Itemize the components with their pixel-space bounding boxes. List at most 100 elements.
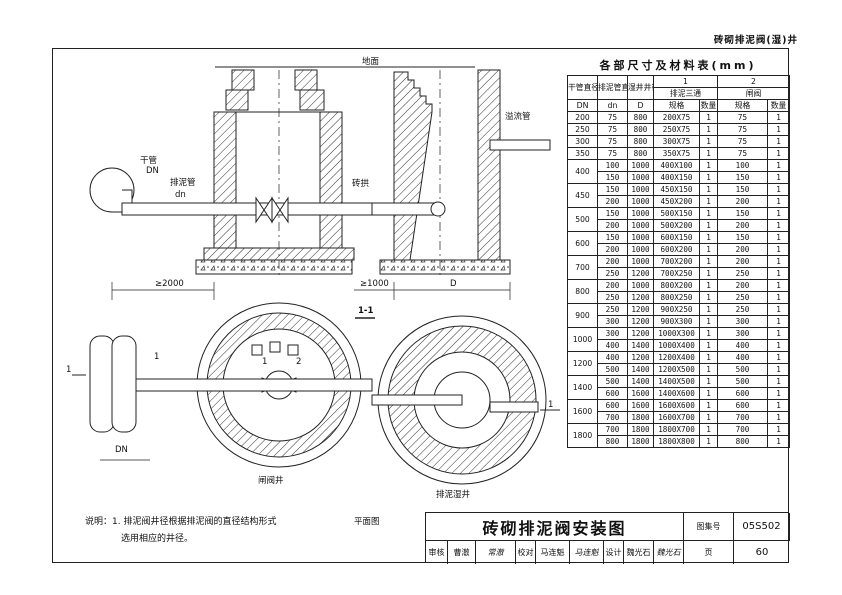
col-valve: 闸阀	[717, 87, 790, 100]
cell-valve-qty: 1	[767, 159, 790, 172]
cell-valve-spec: 300	[717, 315, 768, 328]
reviewer-name: 曹澈	[448, 541, 476, 564]
cell-main-dn: 350	[567, 147, 598, 160]
cell-valve-qty: 1	[767, 219, 790, 232]
designer-name: 魏光石	[624, 541, 654, 564]
cell-tee-spec: 500X200	[653, 219, 700, 232]
cell-well-d: 800	[627, 123, 654, 136]
main-pipe-label: 干管	[140, 156, 158, 166]
cell-well-d: 1000	[627, 219, 654, 232]
cell-valve-qty: 1	[767, 303, 790, 316]
cell-valve-spec: 400	[717, 351, 768, 364]
cell-mud-dn: 150	[597, 231, 628, 244]
cell-tee-qty: 1	[699, 291, 718, 304]
cell-main-dn: 1800	[567, 423, 598, 448]
cell-tee-qty: 1	[699, 147, 718, 160]
cell-tee-spec: 1400X600	[653, 387, 700, 400]
page-number: 60	[755, 547, 769, 558]
cell-main-dn: 1200	[567, 351, 598, 376]
cell-well-d: 1800	[627, 423, 654, 436]
cell-valve-spec: 150	[717, 183, 768, 196]
dimension-material-table: 干管直径 排泥管直径 湿井井径 1 2 排泥三通 闸阀 DN dn D 规格 数…	[567, 75, 790, 448]
cell-tee-spec: 700X250	[653, 267, 700, 280]
cell-tee-qty: 1	[699, 243, 718, 256]
cell-tee-qty: 1	[699, 279, 718, 292]
col-main-dn: DN	[567, 99, 598, 112]
mud-well-label: 排泥湿井	[436, 490, 471, 500]
cell-valve-spec: 700	[717, 411, 768, 424]
dim-1000-label: ≥1000	[360, 279, 389, 289]
cell-main-dn: 300	[567, 135, 598, 148]
cell-valve-qty: 1	[767, 171, 790, 184]
cell-valve-qty: 1	[767, 195, 790, 208]
cell-tee-spec: 900X250	[653, 303, 700, 316]
cell-mud-dn: 150	[597, 183, 628, 196]
cell-mud-dn: 500	[597, 363, 628, 376]
overflow-pipe-label: 溢流管	[505, 112, 531, 122]
cell-tee-qty: 1	[699, 399, 718, 412]
cell-mud-dn: 100	[597, 159, 628, 172]
cell-mud-dn: 400	[597, 339, 628, 352]
cell-well-d: 1200	[627, 327, 654, 340]
cell-valve-qty: 1	[767, 423, 790, 436]
cell-valve-qty: 1	[767, 291, 790, 304]
cell-mud-dn: 600	[597, 399, 628, 412]
col-main-dia: 干管直径	[567, 75, 598, 100]
cell-tee-qty: 1	[699, 387, 718, 400]
cell-tee-qty: 1	[699, 159, 718, 172]
cell-tee-qty: 1	[699, 219, 718, 232]
cell-mud-dn: 150	[597, 171, 628, 184]
col-spec-1: 规格	[653, 99, 700, 112]
cell-well-d: 1200	[627, 351, 654, 364]
cell-tee-qty: 1	[699, 267, 718, 280]
cell-tee-qty: 1	[699, 111, 718, 124]
cell-valve-spec: 75	[717, 123, 768, 136]
cell-valve-spec: 400	[717, 339, 768, 352]
cell-well-d: 1800	[627, 435, 654, 448]
cell-valve-spec: 250	[717, 267, 768, 280]
cell-tee-spec: 450X150	[653, 183, 700, 196]
cell-tee-qty: 1	[699, 339, 718, 352]
cut-mark-1a: 1	[66, 365, 72, 375]
col-qty-1: 数量	[699, 99, 718, 112]
cell-mud-dn: 500	[597, 375, 628, 388]
note-line-2: 选用相应的井径。	[121, 534, 194, 544]
dim-d-label: D	[450, 279, 457, 289]
dim-2000-label: ≥2000	[155, 279, 184, 289]
review-label: 审核	[426, 541, 448, 564]
cell-valve-spec: 150	[717, 231, 768, 244]
cell-mud-dn: 75	[597, 111, 628, 124]
cell-main-dn: 500	[567, 207, 598, 232]
cell-valve-spec: 200	[717, 243, 768, 256]
plan-pipes	[72, 335, 560, 461]
cell-valve-spec: 250	[717, 303, 768, 316]
cell-mud-dn: 600	[597, 387, 628, 400]
mark-2-label: 2	[296, 357, 302, 367]
reviewer-signature: 常澈	[476, 541, 516, 564]
cell-well-d: 1000	[627, 159, 654, 172]
cell-valve-qty: 1	[767, 147, 790, 160]
cell-tee-spec: 800X250	[653, 291, 700, 304]
cell-well-d: 1600	[627, 387, 654, 400]
cell-valve-spec: 75	[717, 147, 768, 160]
brick-pier-label: 砖拱	[352, 179, 370, 189]
cell-tee-qty: 1	[699, 363, 718, 376]
cell-valve-spec: 150	[717, 171, 768, 184]
cell-mud-dn: 250	[597, 291, 628, 304]
cell-valve-qty: 1	[767, 207, 790, 220]
cell-tee-spec: 1200X500	[653, 363, 700, 376]
section-dimensions	[111, 282, 511, 319]
